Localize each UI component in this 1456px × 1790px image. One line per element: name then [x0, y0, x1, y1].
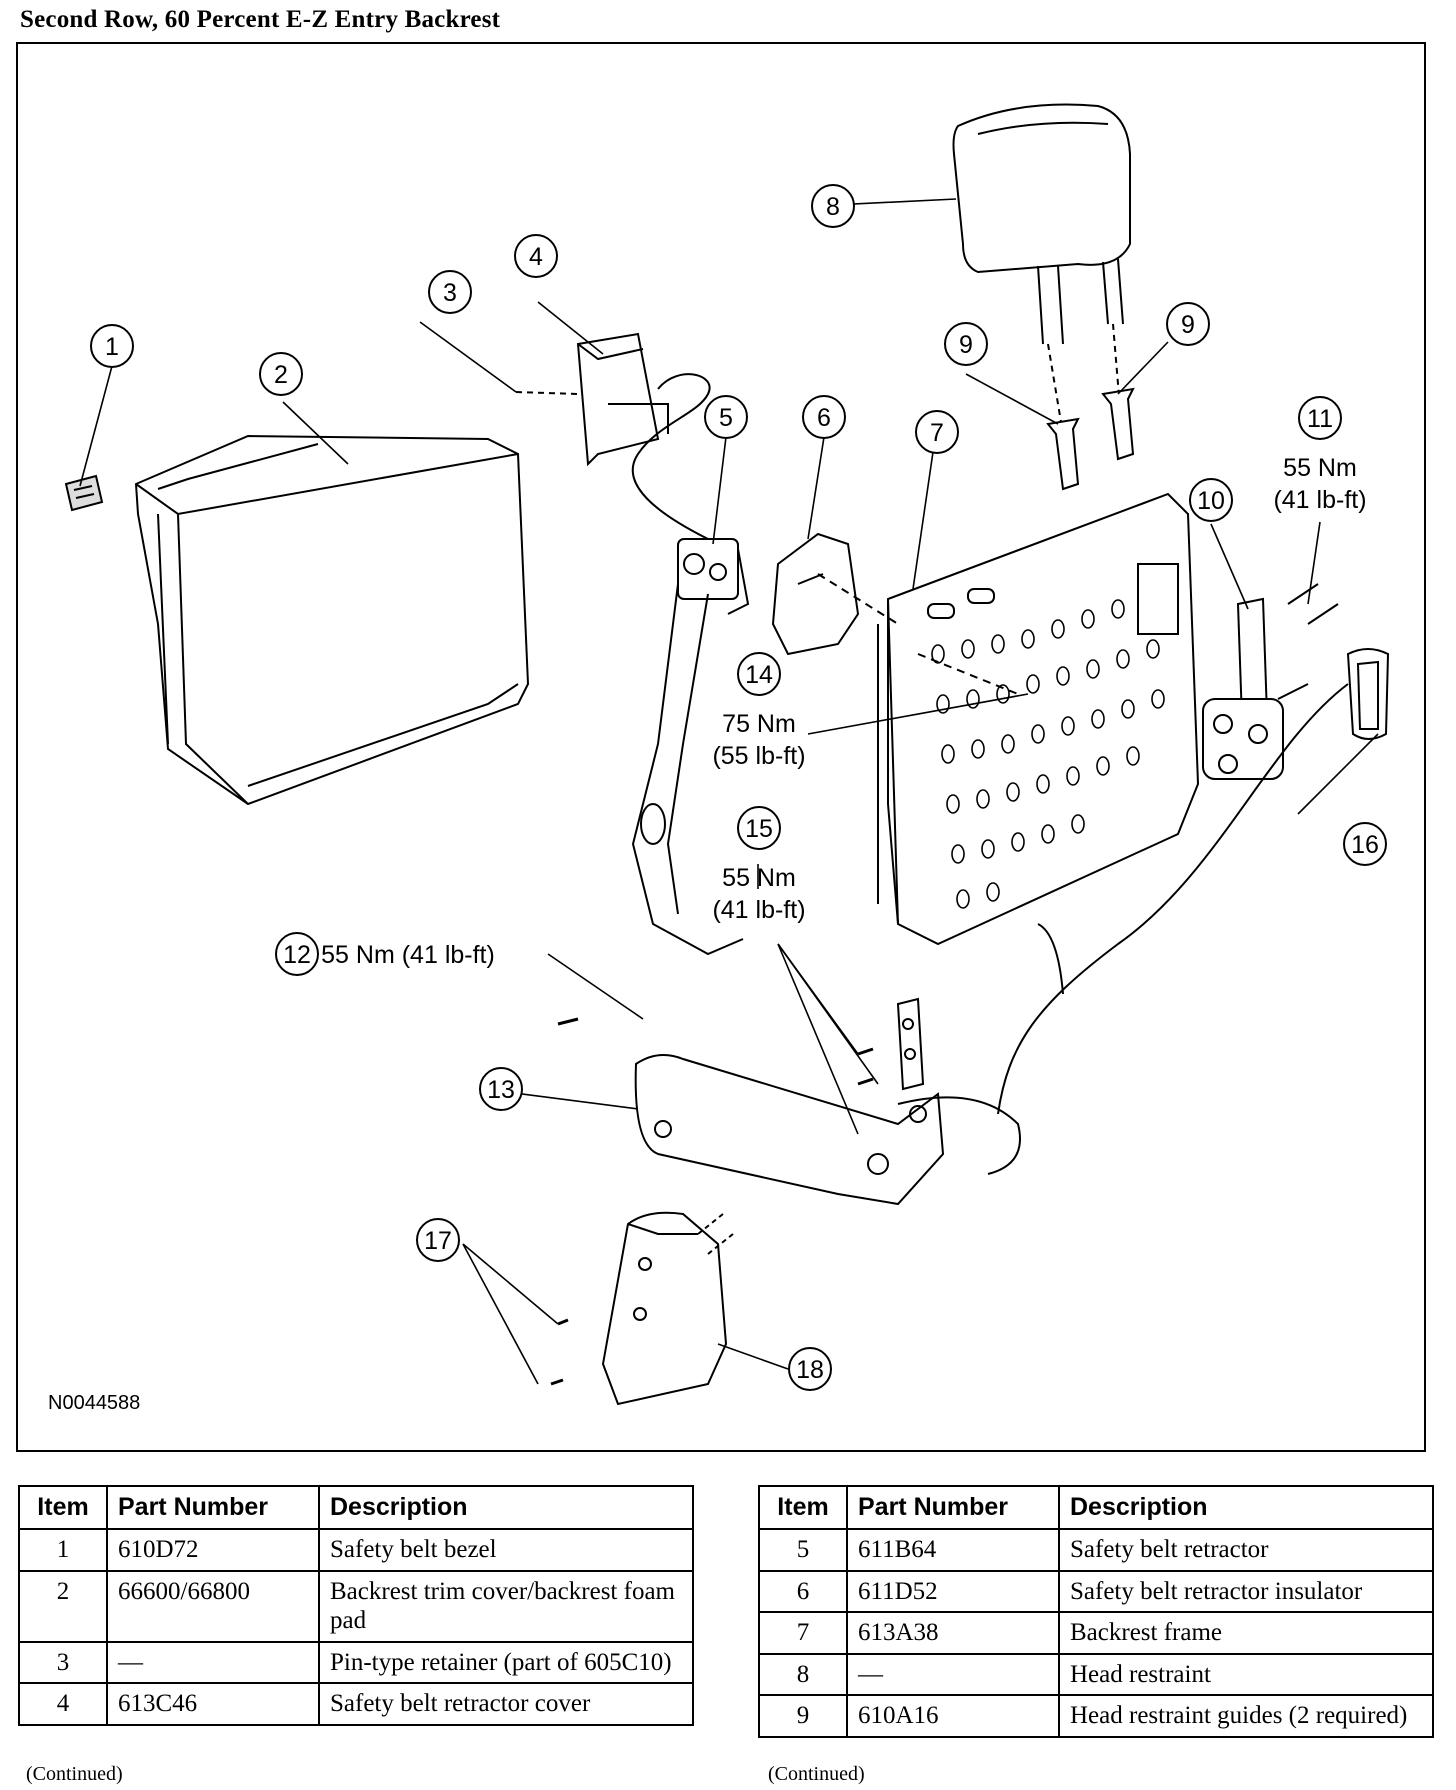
- cell-part: 66600/66800: [106, 1569, 320, 1643]
- callout-5: 5: [719, 404, 733, 432]
- cell-desc: Safety belt retractor cover: [318, 1682, 694, 1726]
- diagram-drawing: 1 2 3 4 5 6 7 8 9 9 10 11 12 13 14 15 16…: [64, 103, 1390, 1406]
- table-row: 2 66600/66800 Backrest trim cover/backre…: [18, 1569, 694, 1643]
- table-row: 6 611D52 Safety belt retractor insulator: [758, 1569, 1434, 1613]
- cell-item: 9: [758, 1694, 848, 1738]
- callout-15: 15: [745, 815, 773, 843]
- cell-item: 4: [18, 1682, 108, 1726]
- callout-2: 2: [274, 361, 288, 389]
- cell-part: 613C46: [106, 1682, 320, 1726]
- header-item: Item: [18, 1485, 108, 1530]
- callout-13: 13: [487, 1076, 515, 1104]
- table-row: 9 610A16 Head restraint guides (2 requir…: [758, 1694, 1434, 1738]
- retractor-cover: [576, 332, 669, 467]
- table-row: 1 610D72 Safety belt bezel: [18, 1528, 694, 1572]
- callout-16: 16: [1351, 831, 1379, 859]
- cell-item: 5: [758, 1528, 848, 1572]
- latch-assembly: [1202, 597, 1309, 780]
- callout-labels: 1 2 3 4 5 6 7 8 9 9 10 11 12 13 14 15 16…: [105, 193, 1379, 1384]
- callout-18: 18: [796, 1356, 824, 1384]
- head-restraint: [952, 103, 1131, 465]
- cell-item: 2: [18, 1569, 108, 1643]
- table-row: 5 611B64 Safety belt retractor: [758, 1528, 1434, 1572]
- cell-item: 6: [758, 1569, 848, 1613]
- callout-8: 8: [826, 193, 840, 221]
- header-item: Item: [758, 1485, 848, 1530]
- page-title: Second Row, 60 Percent E-Z Entry Backres…: [20, 6, 501, 33]
- callout-9b: 9: [1181, 311, 1195, 339]
- table-row: 4 613C46 Safety belt retractor cover: [18, 1682, 694, 1726]
- parts-table-right: Item Part Number Description 5 611B64 Sa…: [758, 1485, 1434, 1738]
- header-description: Description: [1058, 1485, 1434, 1530]
- cell-part: 611B64: [846, 1528, 1060, 1572]
- cell-desc: Head restraint guides (2 required): [1058, 1694, 1434, 1738]
- callout-14: 14: [745, 661, 773, 689]
- cell-part: 611D52: [846, 1569, 1060, 1613]
- cell-part: 610A16: [846, 1694, 1060, 1738]
- callout-10: 10: [1197, 487, 1225, 515]
- backrest-frame: [877, 492, 1200, 946]
- cell-part: 610D72: [106, 1528, 320, 1572]
- callout-3: 3: [443, 279, 457, 307]
- callout-1: 1: [105, 333, 119, 361]
- callout-9a: 9: [959, 331, 973, 359]
- callout-6: 6: [817, 404, 831, 432]
- belt-retractor: [631, 373, 750, 956]
- table-row: 3 — Pin-type retainer (part of 605C10): [18, 1640, 694, 1684]
- cell-item: 8: [758, 1652, 848, 1696]
- callout-12: 12: [283, 941, 311, 969]
- cell-item: 3: [18, 1640, 108, 1684]
- torque-12: 55 Nm (41 lb-ft): [321, 941, 495, 969]
- header-description: Description: [318, 1485, 694, 1530]
- head-restraint-guides: [1046, 387, 1135, 491]
- cell-desc: Head restraint: [1058, 1652, 1434, 1696]
- callout-circles: [90, 184, 1387, 1391]
- cell-part: 613A38: [846, 1611, 1060, 1655]
- lower-bracket: [634, 997, 1021, 1206]
- callout-11: 11: [1307, 405, 1333, 433]
- table-row: 7 613A38 Backrest frame: [758, 1611, 1434, 1655]
- torque-14-nm: 75 Nm: [722, 710, 796, 738]
- torque-15-lbft: (41 lb-ft): [712, 896, 805, 924]
- torque-11-nm: 55 Nm: [1283, 454, 1357, 482]
- cell-part: —: [106, 1640, 320, 1684]
- drawing-id: N0044588: [48, 1392, 141, 1414]
- continued-left: (Continued): [26, 1763, 123, 1785]
- cell-desc: Backrest trim cover/backrest foam pad: [318, 1569, 694, 1643]
- torque-14-lbft: (55 lb-ft): [712, 742, 805, 770]
- cell-part: —: [846, 1652, 1060, 1696]
- release-handle-cable: [997, 648, 1390, 1115]
- pivot-cover: [601, 1211, 734, 1406]
- callout-17: 17: [424, 1227, 452, 1255]
- bolts-11: [1287, 583, 1339, 625]
- cell-desc: Safety belt retractor: [1058, 1528, 1434, 1572]
- cell-item: 1: [18, 1528, 108, 1572]
- parts-table-left: Item Part Number Description 1 610D72 Sa…: [18, 1485, 694, 1726]
- cell-desc: Backrest frame: [1058, 1611, 1434, 1655]
- cell-desc: Safety belt bezel: [318, 1528, 694, 1572]
- header-part-number: Part Number: [106, 1485, 320, 1530]
- callout-4: 4: [529, 243, 543, 271]
- backrest-trim-cover: [134, 434, 530, 806]
- retractor-insulator: [771, 532, 860, 656]
- torque-15-nm: 55 Nm: [722, 864, 796, 892]
- torque-11-lbft: (41 lb-ft): [1273, 486, 1366, 514]
- header-part-number: Part Number: [846, 1485, 1060, 1530]
- cell-desc: Safety belt retractor insulator: [1058, 1569, 1434, 1613]
- cell-item: 7: [758, 1611, 848, 1655]
- safety-belt-bezel: [64, 474, 104, 512]
- cell-desc: Pin-type retainer (part of 605C10): [318, 1640, 694, 1684]
- continued-right: (Continued): [768, 1763, 865, 1785]
- table-row: 8 — Head restraint: [758, 1652, 1434, 1696]
- callout-7: 7: [930, 419, 944, 447]
- exploded-diagram: 1 2 3 4 5 6 7 8 9 9 10 11 12 13 14 15 16…: [16, 42, 1426, 1452]
